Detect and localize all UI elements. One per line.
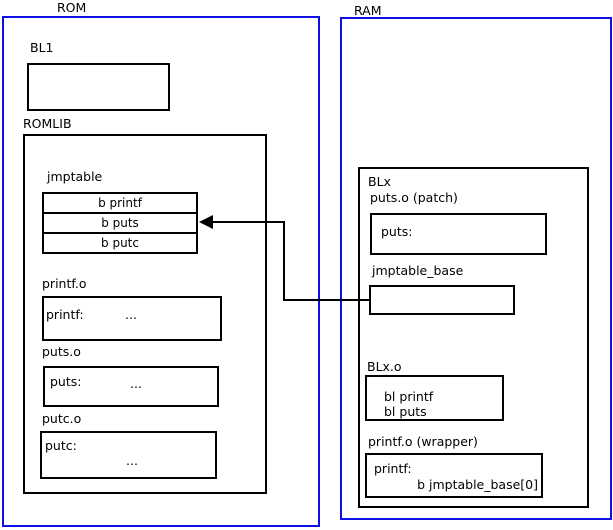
- jmptable-base-box: [369, 285, 515, 315]
- arrow-segment-vertical: [283, 221, 285, 301]
- rom-title: ROM: [57, 0, 87, 15]
- ram-title: RAM: [354, 3, 382, 18]
- arrow-segment-horizontal-top: [211, 221, 285, 223]
- jmptable-record: b printf b puts b putc: [42, 192, 198, 254]
- jmptable-entry-puts: b puts: [44, 212, 196, 232]
- rom-frame: [2, 16, 320, 527]
- printf-symbol: printf:: [46, 307, 84, 322]
- puts-o-box: puts: ...: [43, 366, 219, 407]
- jmptable-entry-printf: b printf: [98, 196, 142, 210]
- printf-wrapper-body: b jmptable_base[0]: [417, 477, 538, 492]
- romlib-label: ROMLIB: [23, 116, 72, 131]
- bl1-label: BL1: [30, 40, 54, 55]
- printf-body-ellipsis: ...: [125, 307, 137, 322]
- puts-patch-symbol: puts:: [381, 224, 413, 239]
- jmptable-entry-putc: b putc: [44, 232, 196, 252]
- puts-symbol: puts:: [50, 374, 82, 389]
- printf-o-box: printf: ...: [42, 296, 222, 341]
- jmptable-label: jmptable: [47, 169, 103, 184]
- blx-o-label: BLx.o: [367, 359, 402, 374]
- jmptable-base-label: jmptable_base: [372, 263, 464, 278]
- blx-o-line-bl-printf: bl printf: [384, 389, 434, 404]
- printf-o-label: printf.o: [42, 276, 87, 291]
- ram-frame: [340, 17, 612, 520]
- blx-o-box: bl printf bl puts: [365, 375, 504, 421]
- putc-o-box: putc: ...: [40, 431, 217, 479]
- bl1-box: [27, 63, 170, 111]
- blx-label: BLx: [368, 174, 391, 189]
- putc-body-ellipsis: ...: [126, 453, 138, 468]
- blx-o-line-bl-puts: bl puts: [384, 404, 427, 419]
- puts-body-ellipsis: ...: [130, 376, 142, 391]
- puts-patch-label: puts.o (patch): [370, 190, 458, 205]
- arrowhead-icon: [199, 215, 213, 229]
- printf-wrapper-label: printf.o (wrapper): [368, 434, 478, 449]
- printf-wrapper-box: printf: b jmptable_base[0]: [365, 453, 543, 498]
- arrow-segment-horizontal-bottom: [284, 299, 370, 301]
- putc-symbol: putc:: [45, 438, 77, 453]
- printf-wrapper-symbol: printf:: [374, 461, 412, 476]
- puts-o-label: puts.o: [42, 344, 81, 359]
- puts-patch-box: puts:: [370, 213, 547, 255]
- putc-o-label: putc.o: [42, 411, 82, 426]
